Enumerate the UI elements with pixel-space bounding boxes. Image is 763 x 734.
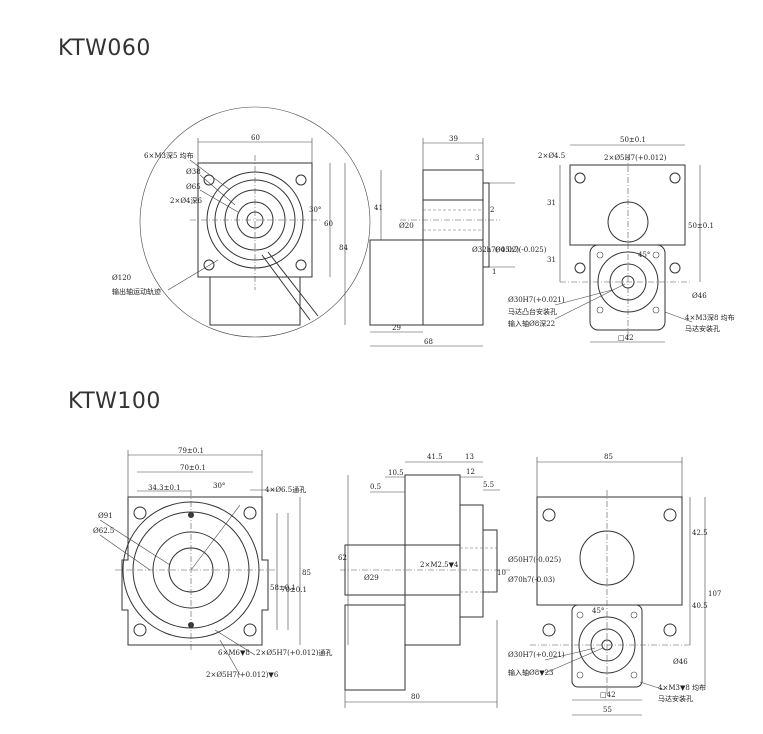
side100-dim-41: 41.5	[427, 453, 443, 461]
front100-callout-pin-blind: 2×Ø5H7(+0.012)▼6	[206, 671, 279, 679]
side-dim-39: 39	[449, 135, 458, 143]
front100-dim-34: 34.3±0.1	[148, 484, 181, 492]
side-dim-d45: Ø45h7(-0.025)	[495, 246, 547, 254]
rear100-dim-d46: Ø46	[673, 658, 688, 666]
side100-dim-d70: Ø70h7(-0.03)	[508, 576, 555, 584]
rear-dim-d46: Ø46	[692, 292, 707, 300]
front100-callout-through-holes: 4×Ø6.5通孔	[265, 485, 306, 494]
rear-dim-50v: 50±0.1	[688, 222, 714, 230]
side-dim-29: 29	[392, 324, 401, 332]
rear-dim-45deg: 45°	[638, 251, 650, 259]
rear-dim-2xd45: 2×Ø4.5	[538, 152, 565, 160]
side100-housing	[404, 474, 461, 646]
front-callout-pin-holes: 2×Ø4深6	[170, 196, 203, 205]
front100-dim-58: 58±0.1	[270, 584, 296, 592]
front-dim-width: 60	[251, 134, 260, 142]
side-dim-68: 68	[424, 338, 433, 346]
front-callout-d120: Ø120	[112, 274, 131, 282]
front-callout-trajectory: 输出轴运动轨迹	[112, 287, 161, 296]
side-dim-2: 2	[490, 206, 494, 214]
rear100-dim-40: 40.5	[692, 602, 708, 610]
side100-dim-55: 5.5	[483, 481, 494, 489]
ktw060-side-view	[369, 138, 515, 347]
front100-dim-85: 85	[302, 569, 311, 577]
side100-dim-05: 0.5	[370, 483, 381, 491]
rear100-dim-sq42: □42	[600, 691, 616, 699]
ktw100-side-view	[340, 461, 510, 708]
ktw100-front-view	[99, 450, 301, 676]
side100-dim-12: 12	[466, 468, 475, 476]
front100-dim-d91: Ø91	[98, 512, 113, 520]
front100-dim-70: 70±0.1	[180, 464, 206, 472]
side100-dim-62: 62	[338, 554, 347, 562]
ktw060-rear-view	[554, 144, 701, 343]
front-callout-m3: 6×M3深5 均布	[144, 151, 194, 160]
front-dim-angle: 30°	[309, 206, 321, 214]
rear100-callout-motor-holes: 马达安装孔	[658, 694, 693, 703]
side100-dim-13: 13	[465, 453, 474, 461]
ktw100-rear-view	[530, 457, 706, 716]
rear-dim-31b: 31	[547, 256, 556, 264]
front-dim-total: 84	[339, 244, 348, 252]
front100-callout-m6: 6×M6▼8	[218, 649, 250, 657]
ktw060-front-view	[139, 106, 371, 338]
rear100-callout-input-shaft: 输入轴Ø8▼23	[508, 668, 553, 677]
rear-dim-sq42: □42	[618, 334, 634, 342]
side100-dim-10: 10.5	[388, 469, 404, 477]
rear-dim-2xd5h7: 2×Ø5H7(+0.012)	[604, 154, 667, 162]
side-dim-d32: Ø32h7(-0.02)	[472, 246, 519, 254]
side100-motor	[344, 604, 406, 691]
output-trajectory-circle	[139, 106, 371, 338]
rear-dim-50: 50±0.1	[620, 136, 646, 144]
rear-dim-31a: 31	[547, 199, 556, 207]
rear100-dim-42: 42.5	[692, 529, 708, 537]
rear100-dim-107: 107	[708, 590, 721, 598]
front-callout-d65: Ø65	[186, 183, 201, 191]
front100-callout-pin-through: 2×Ø5H7(+0.012)通孔	[256, 648, 332, 657]
side-motor	[369, 239, 424, 326]
side100-dim-10b: 10	[497, 569, 506, 577]
rear100-callout-m3: 4×M3▼8 均布	[658, 683, 706, 692]
side100-dim-d29: Ø29	[364, 574, 379, 582]
rear100-dim-55: 55	[603, 706, 612, 714]
rear100-dim-45deg: 45°	[592, 607, 604, 615]
rear-callout-motor-holes: 马达安装孔	[685, 324, 720, 333]
front100-dim-d62: Ø62.5	[93, 527, 114, 535]
front100-dim-30deg: 30°	[213, 482, 225, 490]
rear-callout-m3: 4×M3深8 均布	[685, 313, 735, 322]
side-dim-41: 41	[374, 204, 383, 212]
section-title-ktw100: KTW100	[68, 389, 161, 414]
side-dim-3: 3	[475, 154, 479, 162]
section-title-ktw060: KTW060	[58, 36, 151, 61]
side-dim-1: 1	[492, 268, 496, 276]
side100-dim-80: 80	[411, 693, 420, 701]
front-callout-d38: Ø38	[186, 168, 201, 176]
rear-callout-motor-boss: 马达凸台安装孔	[508, 307, 557, 316]
front100-dim-70v: 70±0.1	[281, 586, 307, 594]
front100-flange	[121, 496, 269, 646]
side100-dim-d50: Ø50H7(-0.025)	[508, 556, 561, 564]
front-dim-height: 60	[324, 220, 333, 228]
rear100-dim-85: 85	[604, 453, 613, 461]
side100-dim-m25: 2×M2.5▼4	[420, 561, 459, 569]
rear-callout-input-shaft: 输入轴Ø8深22	[508, 319, 555, 328]
front-body	[209, 277, 301, 326]
side-dim-d20: Ø20	[399, 222, 414, 230]
rear100-callout-d30: Ø30H7(+0.021)	[508, 651, 565, 659]
rear-callout-d30: Ø30H7(+0.021)	[508, 296, 565, 304]
front100-dim-79: 79±0.1	[178, 447, 204, 455]
